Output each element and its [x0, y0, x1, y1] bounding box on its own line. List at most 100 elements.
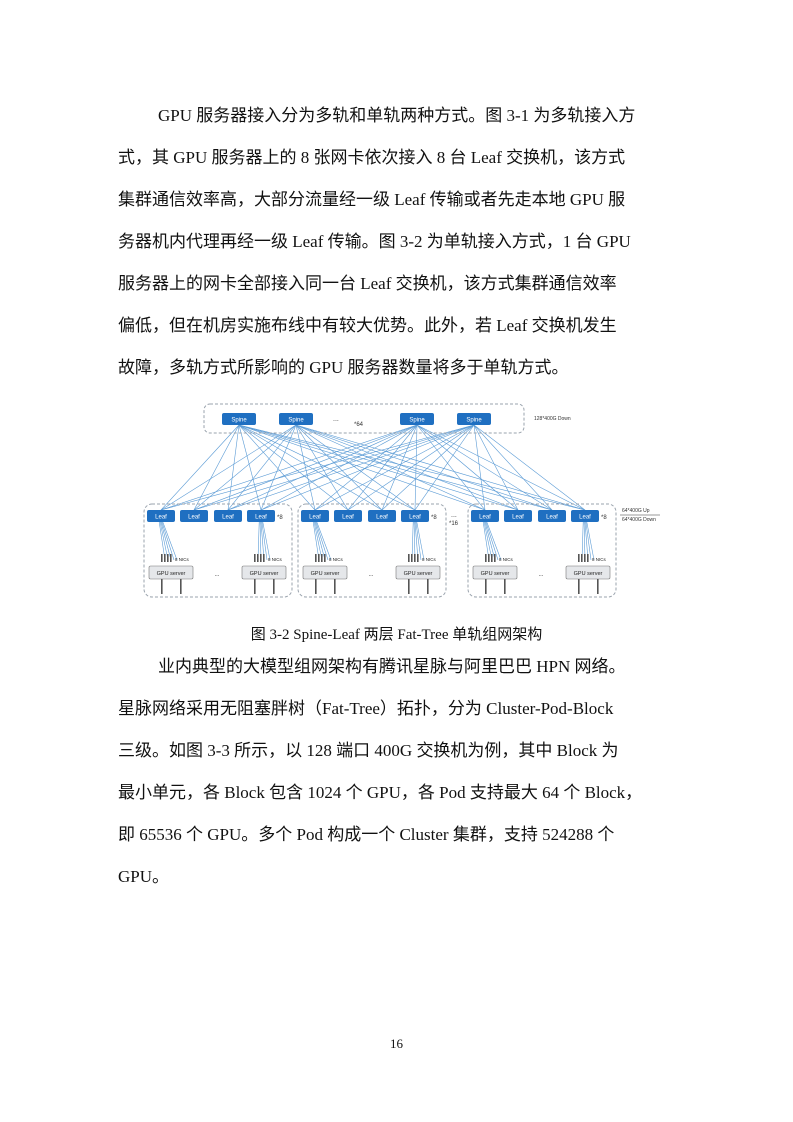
- nic-port: [417, 554, 419, 562]
- leaf-switch: [368, 510, 396, 522]
- spine-leaf-link: [416, 424, 586, 511]
- page-number: 16: [390, 1036, 403, 1051]
- nic-port: [581, 554, 583, 562]
- spine-leaf-link: [473, 424, 553, 511]
- spine-leaf-link: [347, 424, 475, 511]
- spine-leaf-link: [238, 424, 383, 511]
- text-line: 集群通信效率高，大部分流量经一级 Leaf 传输或者先走本地 GPU 服: [118, 190, 626, 209]
- leaf-switch-label: Leaf: [579, 515, 591, 521]
- nic-port: [257, 554, 259, 562]
- nic-port: [318, 554, 320, 562]
- spine-leaf-link: [238, 424, 586, 511]
- spine-leaf-link: [160, 424, 297, 511]
- gpu-server-box: [241, 565, 287, 580]
- leaf-switch: [301, 510, 329, 522]
- server-uplink: [315, 521, 329, 561]
- server-uplink: [259, 521, 262, 561]
- leaf-switch: [180, 510, 208, 522]
- spine-leaf-link: [260, 424, 297, 511]
- spine-switch-label: Spine: [288, 418, 304, 424]
- server-uplink: [159, 521, 169, 561]
- nic-port: [167, 554, 169, 562]
- gpu-server-box: [302, 565, 348, 580]
- nic-port: [414, 554, 416, 562]
- spine-leaf-link: [193, 424, 418, 511]
- leaf-switch-label: Leaf: [222, 515, 234, 521]
- nic-label: 8 NICs: [422, 557, 437, 562]
- leaf-group-frame: [467, 503, 617, 598]
- spine-leaf-link: [295, 424, 553, 511]
- spine-leaf-link: [238, 424, 519, 511]
- leaf-switch: [147, 510, 175, 522]
- spine-leaf-link: [193, 424, 240, 511]
- server-leg: [254, 579, 256, 594]
- text-line: 最小单元，各 Block 包含 1024 个 GPU，各 Pod 支持最大 64…: [118, 783, 643, 802]
- nic-label: 8 NICs: [175, 557, 190, 562]
- nic-port: [161, 554, 163, 562]
- text-line: GPU。: [118, 867, 170, 886]
- spine-leaf-link: [160, 424, 240, 511]
- leaf-switch-label: Leaf: [409, 515, 421, 521]
- server-uplink: [414, 521, 419, 561]
- leaf-port-note-up: 64*400G Up: [622, 508, 650, 514]
- server-uplink: [583, 521, 586, 561]
- gpu-server-label: GPU server: [404, 571, 433, 577]
- nic-port: [488, 554, 490, 562]
- spine-switch-label: Spine: [231, 418, 247, 424]
- spine-switch: [279, 413, 313, 425]
- server-leg: [180, 579, 182, 594]
- spine-leaf-link: [414, 424, 475, 511]
- server-uplink: [161, 521, 175, 561]
- spine-layer-frame: [203, 403, 525, 434]
- spine-leaf-link: [160, 424, 418, 511]
- server-leg: [427, 579, 429, 594]
- nic-port: [324, 554, 326, 562]
- gpu-server-label: GPU server: [157, 571, 186, 577]
- group-count: *16: [449, 521, 459, 527]
- server-leg: [578, 579, 580, 594]
- spine-leaf-link: [227, 424, 418, 511]
- spine-switch: [222, 413, 256, 425]
- server-uplink: [586, 521, 595, 561]
- leaf-switch: [401, 510, 429, 522]
- spine-leaf-link: [238, 424, 262, 511]
- text-line: 即 65536 个 GPU。多个 Pod 构成一个 Cluster 集群，支持 …: [118, 825, 615, 844]
- server-uplink: [483, 521, 493, 561]
- leaf-switch-label: Leaf: [376, 515, 388, 521]
- leaf-port-note-down: 64*400G Down: [622, 517, 656, 523]
- paragraph-2: 业内典型的大模型组网架构有腾讯星脉与阿里巴巴 HPN 网络。 星脉网络采用无阻塞…: [118, 655, 678, 895]
- server-uplink: [584, 521, 589, 561]
- nic-port: [263, 554, 265, 562]
- server-uplink: [313, 521, 323, 561]
- nic-port: [485, 554, 487, 562]
- spine-leaf-link: [260, 424, 475, 511]
- server-ellipsis: ...: [538, 572, 543, 578]
- text-line: 星脉网络采用无阻塞胖树（Fat-Tree）拓扑，分为 Cluster-Pod-B…: [118, 699, 614, 718]
- nic-port: [578, 554, 580, 562]
- server-uplink: [486, 521, 502, 561]
- nic-port: [170, 554, 172, 562]
- gpu-server-box: [148, 565, 194, 580]
- link-lines: [160, 424, 586, 511]
- spine-leaf-link: [260, 424, 418, 511]
- leaf-switch: [571, 510, 599, 522]
- spine-leaf-link: [238, 424, 486, 511]
- nic-port: [584, 554, 586, 562]
- server-uplink: [485, 521, 499, 561]
- server-uplink: [316, 521, 332, 561]
- nic-port: [315, 554, 317, 562]
- leaf-group-count: *8: [277, 515, 283, 521]
- nic-port: [164, 554, 166, 562]
- paragraph-1: GPU 服务器接入分为多轨和单轨两种方式。图 3-1 为多轨接入方 式，其 GP…: [118, 104, 678, 384]
- spine-count: *64: [354, 422, 364, 428]
- gpu-server-label: GPU server: [250, 571, 279, 577]
- spine-leaf-link: [238, 424, 349, 511]
- leaf-switch: [214, 510, 242, 522]
- nic-port: [408, 554, 410, 562]
- leaf-group-frame: [297, 503, 447, 598]
- spine-leaf-link: [238, 424, 416, 511]
- server-uplink: [262, 521, 271, 561]
